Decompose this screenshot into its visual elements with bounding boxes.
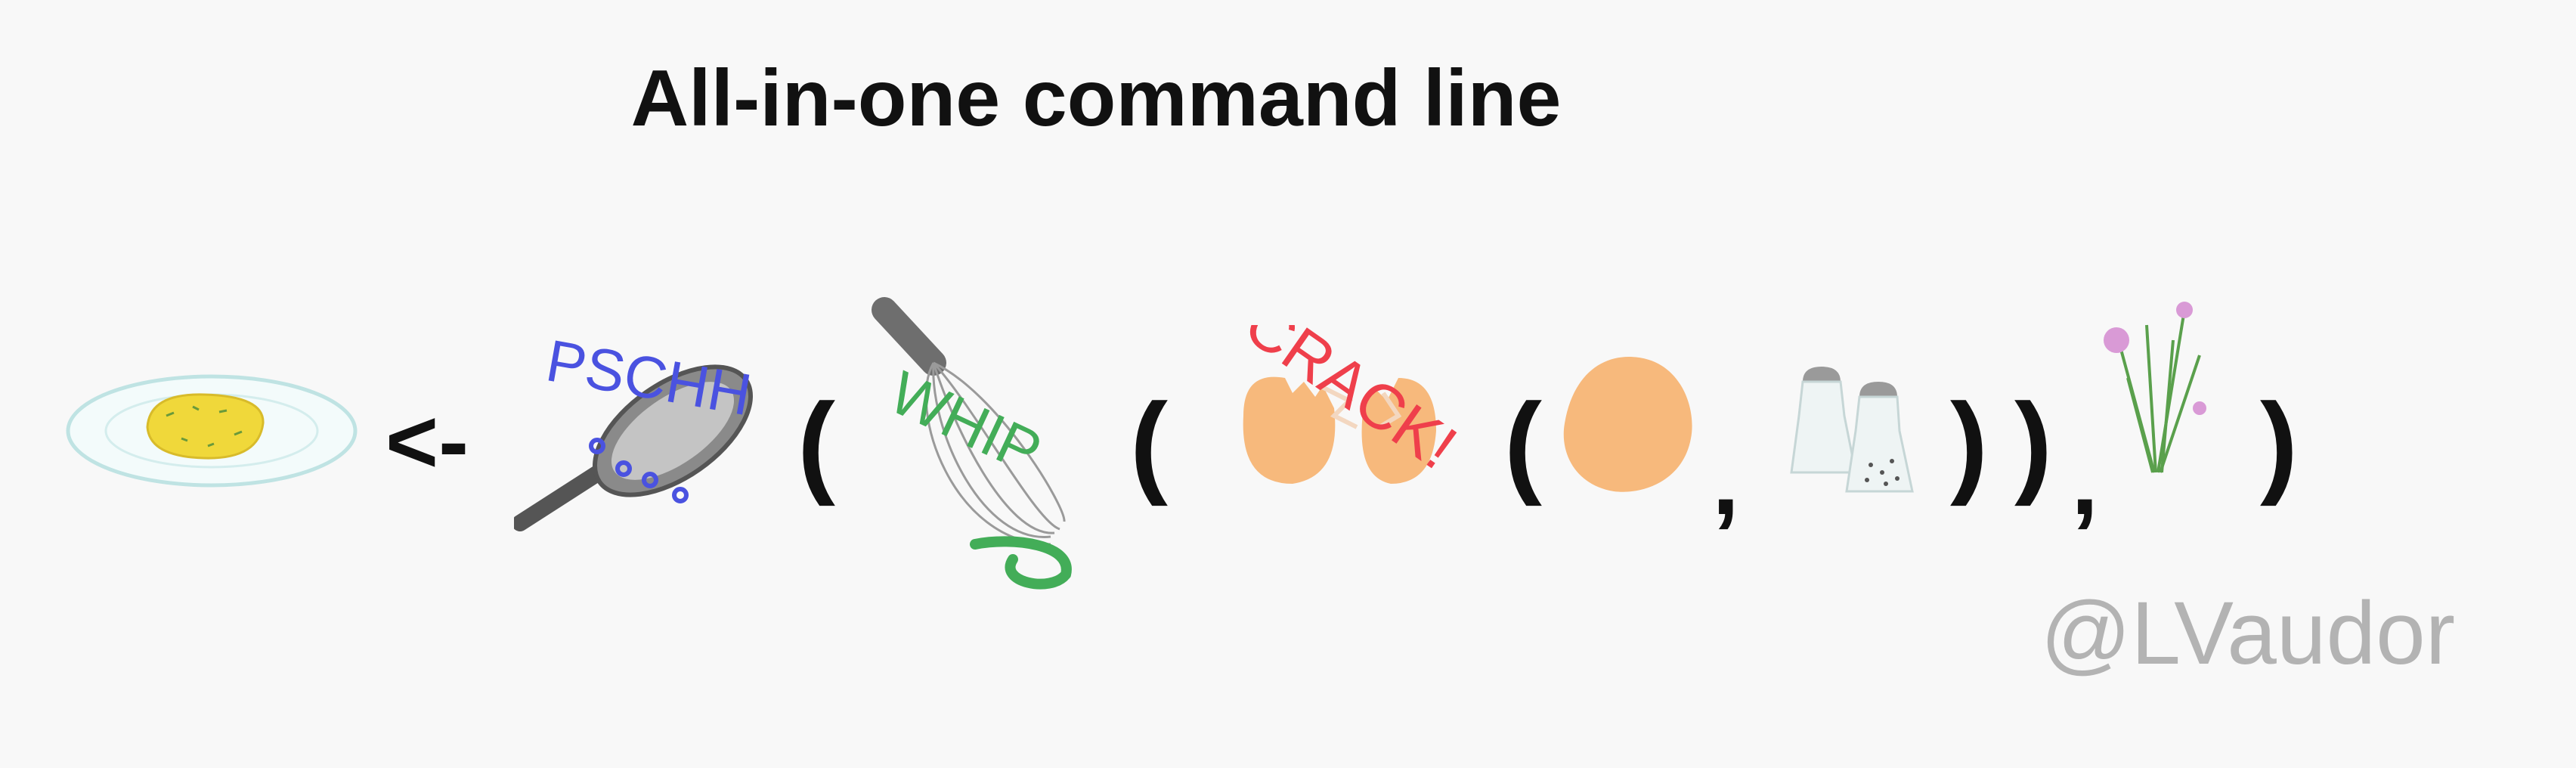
author-watermark: @LVaudor xyxy=(2040,584,2455,683)
open-paren-3: ( xyxy=(1504,379,1542,506)
comma-2: , xyxy=(2071,425,2099,535)
close-paren-2: ) xyxy=(2014,379,2052,506)
whisk-icon: WHIP xyxy=(872,297,1072,590)
chives-icon xyxy=(2104,302,2206,473)
open-paren-2: ( xyxy=(1130,379,1168,506)
comma-1: , xyxy=(1712,425,1740,535)
whisk-sound-text: WHIP xyxy=(880,358,1051,486)
assign-operator: <- xyxy=(385,391,469,492)
close-paren-1: ) xyxy=(1950,379,1988,506)
open-paren-1: ( xyxy=(797,379,835,506)
frying-pan-icon: PSCHH xyxy=(514,327,757,531)
salt-pepper-shakers-icon xyxy=(1790,367,1914,493)
close-paren-3: ) xyxy=(2260,379,2298,506)
cracked-egg-icon: CRACK! xyxy=(1232,325,1469,484)
page-title: All-in-one command line xyxy=(630,54,1562,143)
egg-icon xyxy=(1563,357,1692,492)
plate-omelette-icon xyxy=(66,374,358,488)
